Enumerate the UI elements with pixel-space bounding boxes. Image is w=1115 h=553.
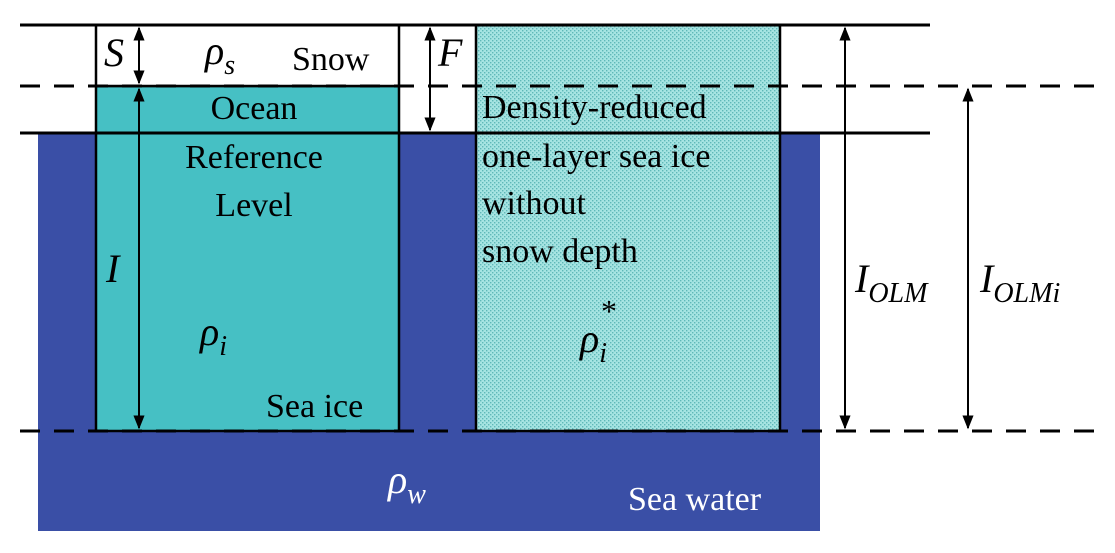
ice-thickness-symbol: I [105, 246, 121, 291]
level-label: Level [215, 187, 292, 224]
reduced-text-line2: one-layer sea ice [482, 138, 710, 175]
freeboard-symbol: F [437, 30, 463, 75]
reduced-ice-density-symbol: ρi* [578, 293, 617, 369]
i-olmi-label: IOLMi [979, 256, 1060, 309]
reduced-text-line1: Density-reduced [482, 89, 707, 126]
sea-water-label: Sea water [628, 481, 762, 518]
snow-density-symbol: ρs [203, 28, 235, 81]
sea-ice-block [94, 84, 401, 433]
reduced-text-line3: without [482, 185, 586, 222]
ice-density-symbol: ρi [198, 309, 227, 362]
reduced-text-line4: snow depth [482, 233, 638, 270]
snow-depth-symbol: S [104, 30, 124, 75]
water-density-symbol: ρw [386, 457, 426, 510]
ocean-label: Ocean [211, 90, 298, 127]
i-olm-label: IOLM [854, 256, 929, 309]
snow-layer-box [94, 23, 401, 88]
snow-label: Snow [292, 41, 370, 78]
reference-label: Reference [185, 139, 323, 176]
sea-ice-label: Sea ice [266, 388, 363, 425]
